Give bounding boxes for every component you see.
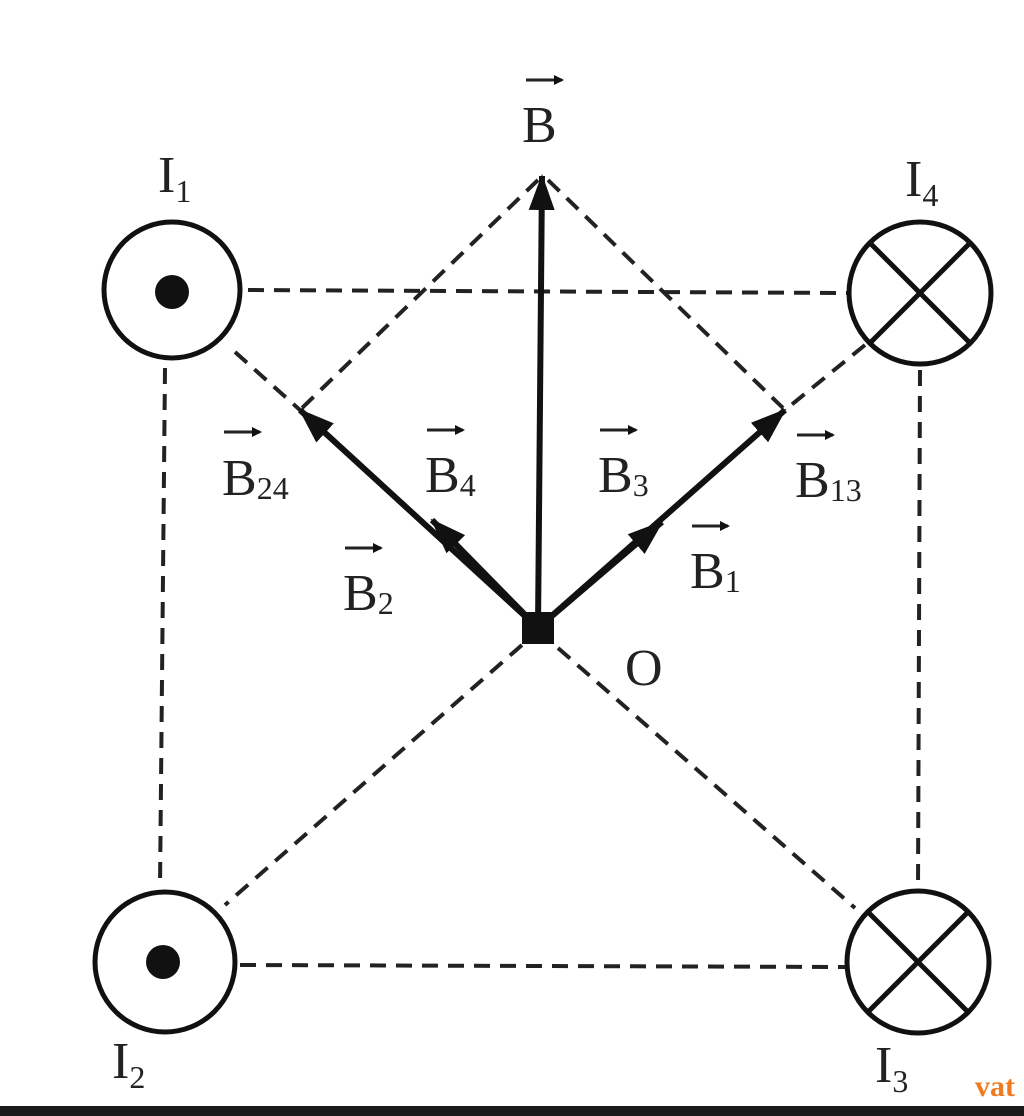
label-I2: I2 (112, 1033, 145, 1095)
dot-out-icon (155, 275, 189, 309)
current-I2 (92, 889, 238, 1035)
current-I3 (844, 888, 992, 1036)
vector-B1 (536, 519, 664, 631)
label-B: B (522, 97, 557, 154)
origin-point (522, 612, 554, 644)
label-origin: O (625, 640, 663, 697)
labels: I1 I4 I2 I3 O B B24 B4 B3 B13 B2 B1 (112, 97, 938, 1099)
label-B2: B2 (343, 565, 394, 622)
label-B3: B3 (598, 447, 649, 504)
watermark: vat (975, 1070, 1015, 1103)
label-I1: I1 (158, 147, 191, 209)
vector-overbar-arrows (224, 75, 835, 553)
dot-out-icon (146, 945, 180, 979)
field-vectors (297, 174, 787, 631)
label-B1: B1 (690, 543, 741, 600)
bottom-bar (0, 1106, 1024, 1116)
dashed-construction-lines (158, 178, 922, 969)
label-B4: B4 (425, 447, 476, 504)
label-B24: B24 (222, 450, 289, 507)
current-I4 (846, 219, 994, 367)
vector-B (528, 174, 555, 629)
label-I3: I3 (875, 1037, 908, 1099)
label-I4: I4 (905, 151, 938, 213)
vector-B2 (429, 517, 541, 631)
current-I1 (101, 219, 243, 361)
label-B13: B13 (795, 452, 862, 509)
